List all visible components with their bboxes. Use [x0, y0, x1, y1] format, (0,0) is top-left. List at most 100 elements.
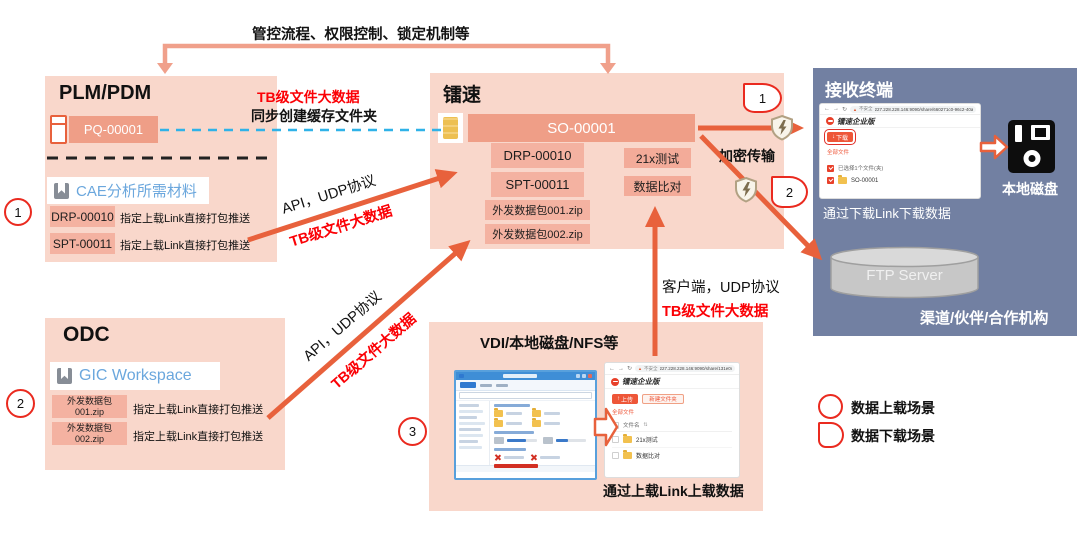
- plm-file-bar: DRP-00010: [50, 206, 115, 227]
- download-badge-1: 1: [743, 83, 782, 113]
- forward-icon: →: [833, 106, 839, 112]
- legend-download-icon: [818, 422, 844, 448]
- filename-column-header[interactable]: 文件名: [623, 423, 640, 429]
- gic-label: GIC Workspace: [79, 367, 192, 384]
- plm-pdm-box: PLM/PDM PQ-00001 CAE分析所需材料 DRP-00010 指定上…: [45, 76, 277, 262]
- download-badge-2: 2: [771, 176, 808, 208]
- checkbox-checked[interactable]: [827, 164, 834, 172]
- folder-row-label[interactable]: 21x测试: [636, 438, 658, 444]
- new-folder-button[interactable]: 新建文件夹: [642, 394, 684, 404]
- sort-icon[interactable]: ⇅: [643, 422, 648, 428]
- plm-item-bar: PQ-00001: [69, 116, 158, 143]
- upload-icon: ↑: [616, 396, 620, 402]
- so-order-bar: SO-00001: [468, 114, 695, 142]
- warning-icon: ▲: [853, 106, 857, 112]
- checkbox[interactable]: [612, 452, 619, 459]
- odc-package-name: 外发数据包: [66, 423, 112, 434]
- legend-download-label: 数据下载场景: [851, 428, 935, 444]
- close-icon: [588, 374, 592, 378]
- raysync-file-bar: SPT-00011: [491, 172, 584, 197]
- warning-icon: ▲: [638, 366, 642, 371]
- document-icon: [50, 115, 67, 144]
- download-browser-screenshot: ← → ↻ ▲ 不安全 227.228.228.146:9090/share/6…: [819, 103, 981, 199]
- bookmark-icon: [54, 182, 69, 199]
- ftp-server-label: FTP Server: [866, 267, 942, 284]
- back-icon: ←: [824, 106, 830, 112]
- sync-cache-label: 同步创建缓存文件夹: [251, 108, 377, 124]
- brand-name: 镭速企业版: [622, 377, 660, 386]
- download-button[interactable]: ↓ 下载: [824, 129, 856, 145]
- legend-upload-icon: [818, 394, 843, 419]
- folder-icon: [623, 434, 632, 443]
- explorer-content: [490, 401, 595, 468]
- plm-file-bar: SPT-00011: [50, 233, 115, 254]
- sync-tb-label: TB级文件大数据: [257, 89, 360, 105]
- url-text: 227.228.228.146:9090/share/660271c0-96c2…: [874, 106, 974, 112]
- checkbox[interactable]: [612, 436, 619, 443]
- explorer-titlebar: [456, 372, 595, 380]
- raysync-file-bar: DRP-00010: [491, 143, 584, 168]
- raysync-file-bar: 外发数据包001.zip: [485, 200, 590, 220]
- odc-package-file: 002.zip: [74, 433, 105, 444]
- ftp-server-cylinder: FTP Server: [830, 246, 979, 299]
- back-icon: ←: [609, 365, 615, 372]
- raysync-task-bar: 21x测试: [624, 148, 691, 168]
- raysync-file-bar: 外发数据包002.zip: [485, 224, 590, 244]
- scenario-badge-1: 1: [4, 198, 32, 226]
- folder-row-label[interactable]: 数据比对: [636, 454, 661, 460]
- odc-package-desc: 指定上载Link直接打包推送: [133, 404, 264, 416]
- folder-chip: [438, 113, 463, 143]
- odc-package-bar: 外发数据包 001.zip: [52, 395, 127, 418]
- right-block-arrow-icon: [979, 134, 1009, 160]
- folder-icon: [838, 175, 847, 184]
- file-explorer-screenshot: [454, 370, 597, 480]
- all-files-link[interactable]: 全部文件: [612, 410, 635, 416]
- local-disk-label: 本地磁盘: [1002, 181, 1058, 197]
- brand-name: 镭速企业版: [837, 116, 875, 126]
- download-caption: 通过下载Link下载数据: [823, 206, 951, 221]
- plm-title: PLM/PDM: [59, 82, 152, 104]
- cae-label: CAE分析所需材料: [76, 183, 197, 200]
- not-secure-label: 不安全: [644, 365, 658, 371]
- scenario-badge-3: 3: [398, 417, 427, 446]
- odc-package-desc: 指定上载Link直接打包推送: [133, 431, 264, 443]
- odc-title: ODC: [63, 323, 110, 346]
- raysync-task-bar: 数据比对: [624, 176, 691, 196]
- disconnected-drive-icon: [494, 454, 501, 461]
- floppy-disk-icon: [1008, 120, 1055, 173]
- not-secure-label: 不安全: [859, 106, 873, 111]
- explorer-ribbon: [456, 380, 595, 391]
- legend-upload-label: 数据上载场景: [851, 400, 935, 416]
- bookmark-icon: [57, 368, 72, 384]
- client-udp-label: 客户端，UDP协议: [662, 280, 780, 296]
- plm-file-desc: 指定上载Link直接打包推送: [120, 240, 251, 252]
- folder-row-label[interactable]: SO-00001: [851, 177, 879, 184]
- odc-package-file: 001.zip: [74, 406, 105, 417]
- url-bar: ▲ 不安全 227.228.228.146:9090/share/660271c…: [850, 105, 976, 113]
- download-icon: ↓: [831, 134, 835, 140]
- selection-summary: 已选择1个文件(夹): [838, 166, 884, 172]
- raysync-logo-icon: [611, 377, 619, 386]
- encrypt-label: 加密传输: [719, 148, 775, 164]
- checkbox-checked[interactable]: [827, 177, 834, 184]
- explorer-sidebar: [456, 401, 490, 465]
- receiver-footer: 渠道/伙伴/合作机构: [920, 310, 1049, 327]
- client-tb-label: TB级文件大数据: [662, 304, 769, 320]
- right-block-arrow-icon: [593, 407, 619, 447]
- all-files-link[interactable]: 全部文件: [827, 150, 850, 156]
- forward-icon: →: [618, 365, 624, 372]
- raysync-logo-icon: [826, 117, 834, 125]
- folder-icon: [623, 450, 632, 459]
- upload-caption: 通过上载Link上载数据: [603, 483, 744, 499]
- url-text: 227.228.228.146:9090/share/131e0c7...: [659, 366, 733, 371]
- odc-box: ODC GIC Workspace 外发数据包 001.zip 指定上载Link…: [45, 318, 285, 470]
- url-bar: ▲ 不安全 227.228.228.146:9090/share/131e0c7…: [635, 365, 735, 372]
- receiver-title: 接收终端: [825, 81, 893, 100]
- explorer-addressbar: [456, 391, 595, 401]
- disconnected-drive-icon: [530, 454, 537, 461]
- reload-icon: ↻: [627, 366, 633, 372]
- vdi-title: VDI/本地磁盘/NFS等: [480, 335, 619, 352]
- upload-button[interactable]: ↑ 上传: [612, 394, 638, 404]
- reload-icon: ↻: [842, 106, 848, 113]
